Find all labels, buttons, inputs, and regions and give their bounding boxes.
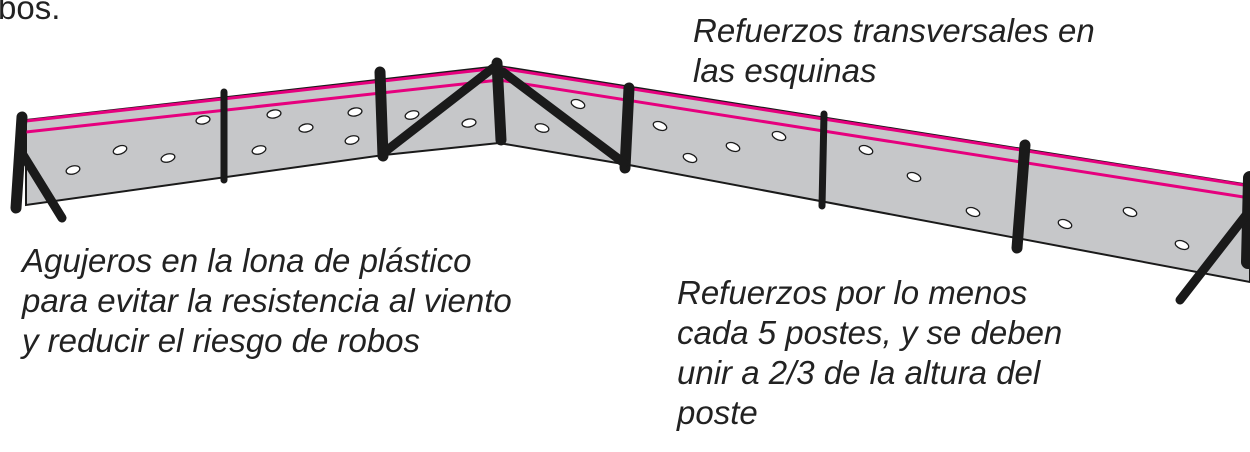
post-corner bbox=[491, 57, 507, 146]
hole-icon bbox=[266, 109, 282, 119]
label-line: Refuerzos transversales en bbox=[693, 12, 1095, 49]
label-line: y reducir el riesgo de robos bbox=[22, 322, 421, 359]
hole-icon bbox=[404, 110, 420, 120]
brace-corner-right bbox=[498, 67, 629, 168]
label-tarp-holes: Agujeros en la lona de plástico para evi… bbox=[22, 241, 512, 361]
hole-icon bbox=[652, 120, 668, 132]
hole-icon bbox=[858, 144, 874, 156]
hole-icon bbox=[461, 118, 477, 128]
post-reinforce bbox=[1011, 139, 1031, 254]
post-left-end bbox=[10, 111, 28, 214]
hole-icon bbox=[1174, 239, 1190, 251]
label-top-fragment: bos. bbox=[0, 0, 61, 26]
hole-icon bbox=[1057, 218, 1073, 230]
hole-icon bbox=[65, 165, 81, 175]
hole-icon bbox=[112, 144, 128, 156]
hole-icon bbox=[195, 115, 211, 125]
label-corner-reinforcements: Refuerzos transversales en las esquinas bbox=[693, 11, 1095, 91]
hole-icon bbox=[771, 130, 787, 142]
hole-icon bbox=[682, 152, 698, 164]
brace-corner-left bbox=[381, 63, 498, 156]
hole-icon bbox=[725, 141, 741, 153]
label-line: cada 5 postes, y se deben bbox=[677, 314, 1063, 351]
hole-icon bbox=[344, 135, 360, 145]
diagonal-braces bbox=[15, 63, 1250, 305]
label-line: poste bbox=[677, 394, 758, 431]
label-reinforcement-spacing: Refuerzos por lo menos cada 5 postes, y … bbox=[677, 273, 1062, 433]
post-brace-left bbox=[374, 66, 389, 162]
fence-posts bbox=[10, 57, 1250, 269]
hole-icon bbox=[570, 98, 586, 110]
post-brace-right bbox=[619, 82, 635, 174]
hole-icon bbox=[1122, 206, 1138, 218]
hole-icon bbox=[160, 153, 176, 163]
brace-left-end bbox=[15, 145, 67, 223]
brace-right-end bbox=[1175, 205, 1250, 305]
hole-icon bbox=[965, 206, 981, 218]
label-line: las esquinas bbox=[693, 52, 877, 89]
label-line: Agujeros en la lona de plástico bbox=[22, 242, 472, 279]
tarp-holes bbox=[65, 98, 1190, 251]
post-thin-2 bbox=[818, 110, 828, 210]
hole-icon bbox=[298, 123, 314, 133]
hole-icon bbox=[347, 107, 363, 117]
hole-icon bbox=[534, 123, 550, 133]
label-line: unir a 2/3 de la altura del bbox=[677, 354, 1041, 391]
hole-icon bbox=[251, 145, 267, 155]
label-line: Refuerzos por lo menos bbox=[677, 274, 1028, 311]
hole-icon bbox=[906, 171, 922, 183]
label-line: para evitar la resistencia al viento bbox=[22, 282, 512, 319]
